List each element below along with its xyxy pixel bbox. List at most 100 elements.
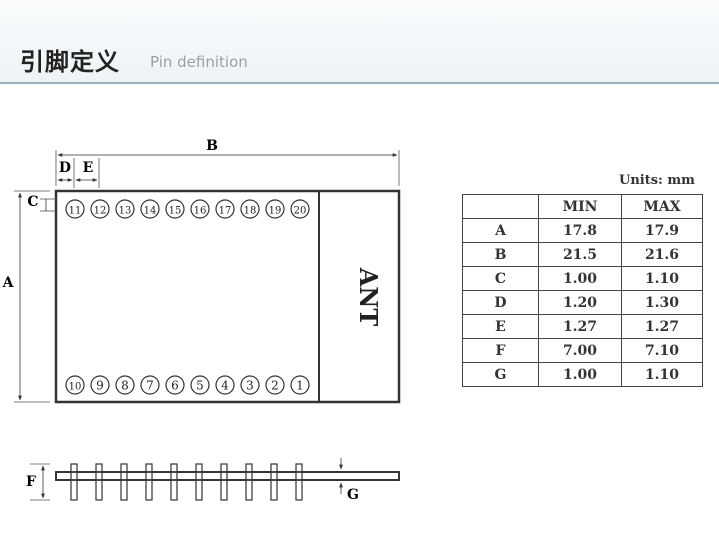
pin-circle	[265, 199, 285, 219]
pin-number: 15	[169, 206, 182, 217]
table-cell-min: 7.00	[538, 338, 622, 363]
dimension-label-e: E	[83, 160, 94, 176]
pin-circle	[240, 375, 260, 395]
side-pin-leg	[245, 463, 253, 501]
table-cell-max: 1.10	[621, 362, 703, 387]
pin-number: 14	[144, 206, 157, 217]
table-cell-max: 21.6	[621, 242, 703, 267]
side-view: F G	[26, 458, 400, 503]
pin-circle	[165, 375, 185, 395]
pin-number: 4	[221, 379, 229, 393]
pin-circle	[215, 375, 235, 395]
table-row: C 1.00 1.10	[462, 266, 703, 291]
dimension-table: MIN MAX A 17.8 17.9 B 21.5 21.6 C 1.00 1…	[462, 194, 703, 387]
pin-number: 18	[244, 206, 257, 217]
pin-number: 5	[196, 379, 204, 393]
table-row: B 21.5 21.6	[462, 242, 703, 267]
table-header-cell: MIN	[538, 194, 622, 219]
side-view-body	[55, 471, 400, 481]
pin-number: 2	[271, 379, 279, 393]
units-label: Units: mm	[619, 173, 695, 188]
pin-circle	[65, 199, 85, 219]
side-pin-leg	[95, 463, 103, 501]
table-header-row: MIN MAX	[462, 194, 703, 219]
pin-number: 7	[146, 379, 154, 393]
side-pin-leg	[145, 463, 153, 501]
side-pin-leg	[120, 463, 128, 501]
pin-circle	[215, 199, 235, 219]
side-pin-leg	[195, 463, 203, 501]
pin-number: 9	[96, 379, 104, 393]
bottom-pin-row: 10 9 8 7 6 5 4 3 2 1	[65, 375, 310, 395]
table-cell-min: 1.27	[538, 314, 622, 339]
side-pin-leg	[70, 463, 78, 501]
dimension-b: B	[55, 138, 400, 186]
table-cell-dim: E	[462, 314, 539, 339]
pin-number: 12	[94, 206, 107, 217]
table-cell-dim: B	[462, 242, 539, 267]
pin-circle	[165, 199, 185, 219]
table-row: F 7.00 7.10	[462, 338, 703, 363]
pin-circle	[190, 199, 210, 219]
table-cell-dim: G	[462, 362, 539, 387]
dimension-label-d: D	[59, 160, 71, 176]
pin-number: 10	[69, 382, 82, 393]
table-header-cell	[462, 194, 539, 219]
table-cell-max: 7.10	[621, 338, 703, 363]
dimension-label-f: F	[26, 474, 36, 490]
dimension-label-g: G	[347, 487, 359, 503]
table-cell-dim: D	[462, 290, 539, 315]
pin-circle	[290, 375, 310, 395]
pin-circle	[290, 199, 310, 219]
pin-number: 6	[171, 379, 179, 393]
pin-number: 1	[296, 379, 304, 393]
pin-number: 13	[119, 206, 132, 217]
pin-number: 20	[294, 206, 307, 217]
table-cell-min: 1.20	[538, 290, 622, 315]
dimension-d-e: D E	[57, 158, 100, 188]
table-cell-max: 1.10	[621, 266, 703, 291]
side-pin-leg	[170, 463, 178, 501]
pin-number: 11	[69, 206, 82, 217]
pin-circle	[115, 199, 135, 219]
pin-number: 3	[246, 379, 254, 393]
module-outline	[54, 189, 401, 404]
table-row: A 17.8 17.9	[462, 218, 703, 243]
pin-number: 16	[194, 206, 207, 217]
dimension-c: C	[27, 194, 56, 212]
pin-circle	[90, 375, 110, 395]
table-cell-max: 1.30	[621, 290, 703, 315]
pin-circle	[190, 375, 210, 395]
table-cell-dim: C	[462, 266, 539, 291]
table-cell-dim: F	[462, 338, 539, 363]
pin-number: 17	[219, 206, 232, 217]
antenna-label: ANT	[354, 267, 383, 327]
pin-circle	[90, 199, 110, 219]
side-pin-leg	[270, 463, 278, 501]
pin-number: 8	[121, 379, 129, 393]
table-row: E 1.27 1.27	[462, 314, 703, 339]
pin-number: 19	[269, 206, 282, 217]
dimension-label-a: A	[2, 275, 15, 291]
dimension-label-c: C	[27, 194, 38, 210]
side-pin-leg	[295, 463, 303, 501]
table-row: D 1.20 1.30	[462, 290, 703, 315]
page-title: 引脚定义	[20, 48, 120, 76]
page-header: 引脚定义 Pin definition	[0, 0, 719, 84]
pin-circle	[140, 199, 160, 219]
pin-circle	[265, 375, 285, 395]
side-pin-leg	[220, 463, 228, 501]
top-pin-row: 11 12 13 14 15 16 17 18 19 20	[65, 199, 310, 219]
dimension-label-b: B	[206, 138, 218, 154]
table-cell-min: 1.00	[538, 266, 622, 291]
side-view-pins	[55, 463, 400, 501]
table-cell-max: 17.9	[621, 218, 703, 243]
table-cell-min: 17.8	[538, 218, 622, 243]
table-cell-dim: A	[462, 218, 539, 243]
table-header-cell: MAX	[621, 194, 703, 219]
table-row: G 1.00 1.10	[462, 362, 703, 387]
pin-circle	[65, 375, 85, 395]
pin-circle	[115, 375, 135, 395]
page-subtitle: Pin definition	[150, 53, 248, 71]
